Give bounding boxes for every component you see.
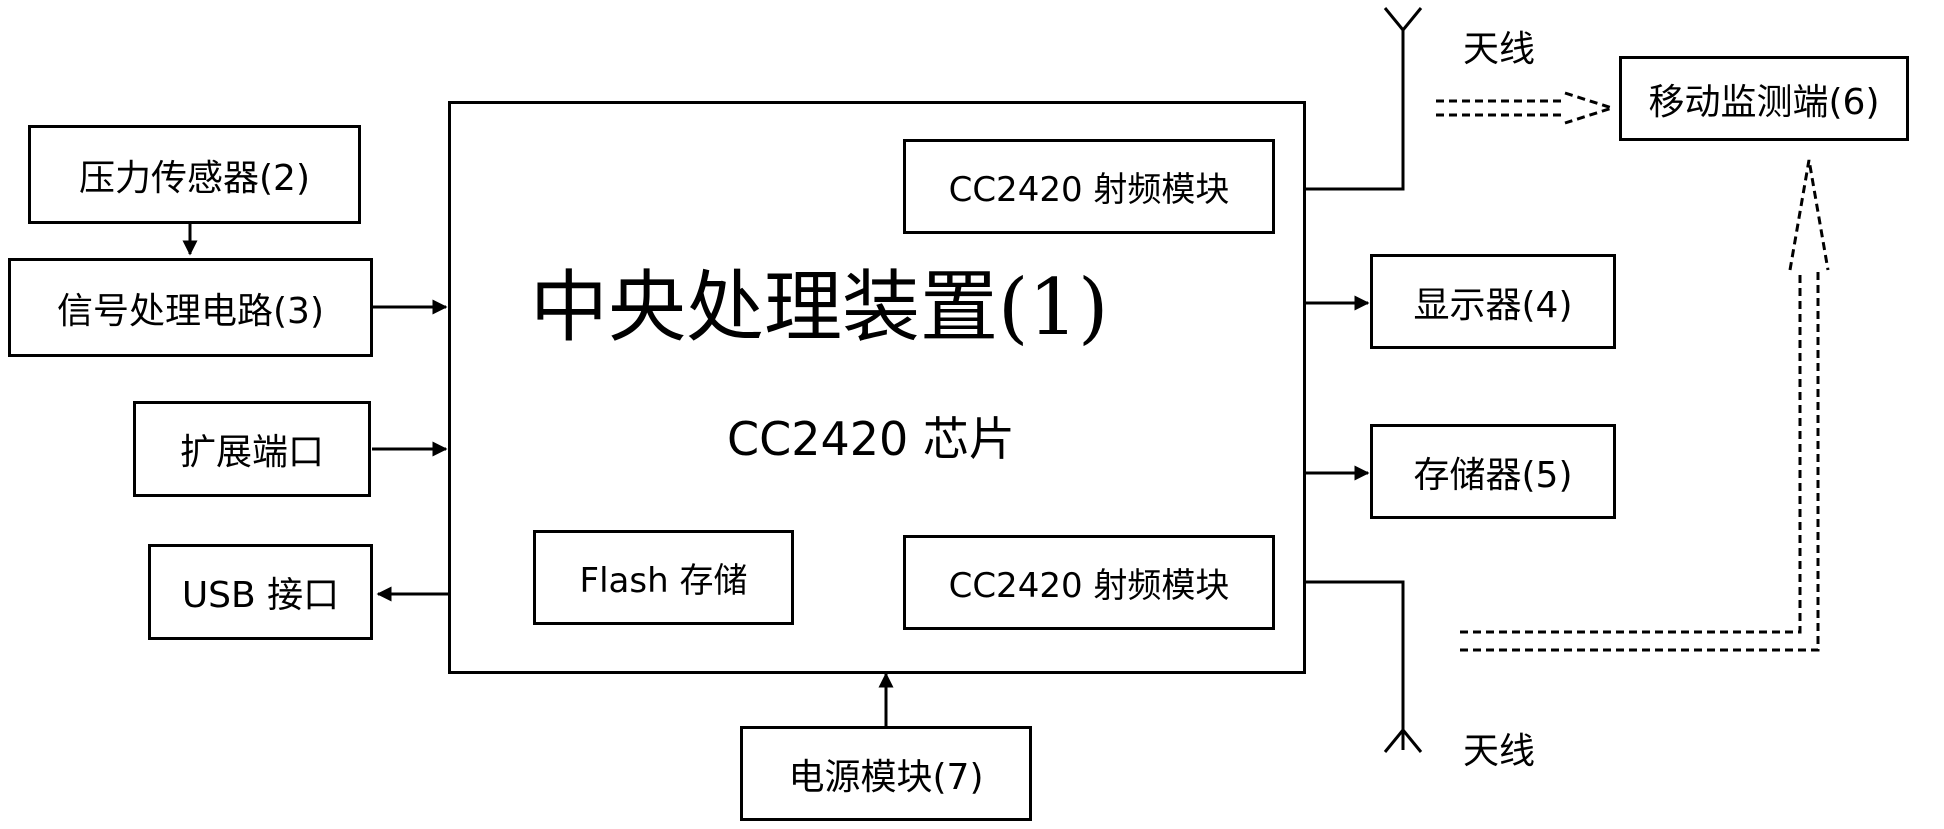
usb-port: USB 接口 bbox=[148, 544, 373, 640]
antenna-top-label: 天线 bbox=[1463, 20, 1535, 72]
storage: 存储器(5) bbox=[1370, 424, 1616, 519]
expansion-port: 扩展端口 bbox=[133, 401, 371, 497]
antenna-top-icon bbox=[1385, 8, 1421, 30]
antenna-bottom-label: 天线 bbox=[1463, 722, 1535, 774]
central-title: 中央处理装置(1) bbox=[530, 245, 1109, 357]
power-module: 电源模块(7) bbox=[740, 726, 1032, 821]
display: 显示器(4) bbox=[1370, 254, 1616, 349]
signal-processing-circuit: 信号处理电路(3) bbox=[8, 258, 373, 357]
wireless-link-bottom bbox=[1460, 160, 1828, 650]
wireless-link-top bbox=[1436, 93, 1612, 123]
flash-storage: Flash 存储 bbox=[533, 530, 794, 625]
chip-label: CC2420 芯片 bbox=[727, 403, 1015, 469]
mobile-monitor: 移动监测端(6) bbox=[1619, 56, 1909, 141]
rf-module-top: CC2420 射频模块 bbox=[903, 139, 1275, 234]
rf-module-bottom: CC2420 射频模块 bbox=[903, 535, 1275, 630]
pressure-sensor: 压力传感器(2) bbox=[28, 125, 361, 224]
